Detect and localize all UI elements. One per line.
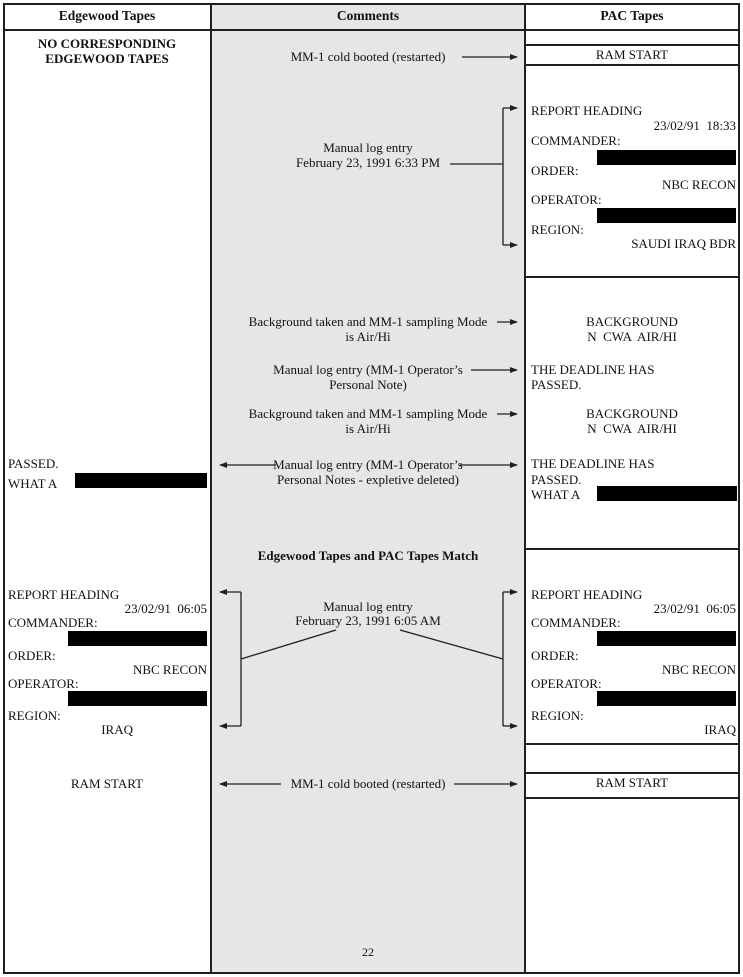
redaction-bar	[597, 150, 736, 165]
redaction-bar	[75, 473, 207, 488]
redaction-bar	[68, 691, 207, 706]
column-divider-right	[523, 4, 526, 973]
pac-report1-heading: REPORT HEADING	[531, 103, 643, 118]
pac-report1-order-label: ORDER:	[531, 163, 579, 178]
pac-report1-region-label: REGION:	[531, 222, 584, 237]
pac-deadline2-line1: THE DEADLINE HAS	[531, 456, 655, 471]
pac-background1-line2: N CWA AIR/HI	[587, 329, 677, 344]
column-header-pac: PAC Tapes	[600, 8, 664, 23]
column-header-edgewood: Edgewood Tapes	[58, 8, 156, 23]
pac-report1-datetime: 23/02/91 18:33	[653, 118, 736, 133]
comment-expletive-line1: Manual log entry (MM-1 Operator’s	[273, 457, 463, 472]
redaction-bar	[597, 631, 736, 646]
pac-deadline2-line3: WHAT A	[531, 487, 581, 502]
edgewood-commander-label: COMMANDER:	[8, 615, 98, 630]
redaction-bar	[597, 691, 736, 706]
pac-ram-start-bottom: RAM START	[595, 775, 669, 790]
pac-report2-datetime: 23/02/91 06:05	[653, 601, 736, 616]
comment-background1-line2: is Air/Hi	[345, 329, 391, 344]
diagonal-log605-right	[399, 629, 504, 660]
comment-log605-line2: February 23, 1991 6:05 AM	[295, 613, 441, 628]
redaction-bar	[597, 486, 737, 501]
pac-deadline2-line2: PASSED.	[531, 472, 582, 487]
pac-ram-start-top: RAM START	[595, 47, 669, 62]
pac-row-line	[525, 276, 739, 278]
page-number: 22	[362, 945, 374, 959]
comment-personal-note-line2: Personal Note)	[329, 377, 407, 392]
header-bottom-line	[4, 29, 739, 31]
pac-row-line	[525, 743, 739, 745]
no-corresponding-line1: NO CORRESPONDING	[37, 36, 177, 51]
pac-background1-line1: BACKGROUND	[586, 314, 678, 329]
comment-background1-line1: Background taken and MM-1 sampling Mode	[248, 314, 488, 329]
edgewood-report-datetime: 23/02/91 06:05	[124, 601, 207, 616]
pac-report2-region-value: IRAQ	[704, 722, 736, 737]
pac-row-line	[525, 64, 739, 66]
pac-report2-order-value: NBC RECON	[661, 662, 736, 677]
no-corresponding-line2: EDGEWOOD TAPES	[45, 51, 169, 66]
diagonal-log605-left	[240, 629, 337, 660]
comment-personal-note-line1: Manual log entry (MM-1 Operator’s	[273, 362, 463, 377]
pac-row-line	[525, 797, 739, 799]
pac-background2-line1: BACKGROUND	[586, 406, 678, 421]
comment-expletive-line2: Personal Notes - expletive deleted)	[277, 472, 459, 487]
match-note: Edgewood Tapes and PAC Tapes Match	[257, 548, 479, 563]
outer-border	[3, 3, 740, 974]
comments-column-background	[211, 4, 524, 973]
comment-log605-line1: Manual log entry	[323, 599, 413, 614]
column-divider-left	[210, 4, 212, 973]
comment-log633-line2: February 23, 1991 6:33 PM	[295, 155, 441, 170]
comment-cold-boot-top: MM-1 cold booted (restarted)	[290, 49, 446, 64]
pac-row-line	[525, 44, 739, 46]
pac-row-line	[525, 548, 739, 550]
comment-background2-line1: Background taken and MM-1 sampling Mode	[248, 406, 488, 421]
pac-report1-region-value: SAUDI IRAQ BDR	[631, 236, 736, 251]
comment-background2-line2: is Air/Hi	[345, 421, 391, 436]
pac-report2-commander-label: COMMANDER:	[531, 615, 621, 630]
comment-log633-line1: Manual log entry	[323, 140, 413, 155]
edgewood-passed-line: PASSED.	[8, 456, 59, 471]
redaction-bar	[68, 631, 207, 646]
pac-background2-line2: N CWA AIR/HI	[587, 421, 677, 436]
edgewood-order-value: NBC RECON	[132, 662, 207, 677]
pac-report2-region-label: REGION:	[531, 708, 584, 723]
pac-report1-commander-label: COMMANDER:	[531, 133, 621, 148]
pac-report1-order-value: NBC RECON	[661, 177, 736, 192]
edgewood-operator-label: OPERATOR:	[8, 676, 79, 691]
pac-row-line	[525, 772, 739, 774]
edgewood-region-label: REGION:	[8, 708, 61, 723]
edgewood-region-value: IRAQ	[101, 722, 133, 737]
column-header-comments: Comments	[336, 8, 400, 23]
edgewood-what-a-line: WHAT A	[8, 476, 58, 491]
comment-cold-boot-bottom: MM-1 cold booted (restarted)	[290, 776, 446, 791]
edgewood-order-label: ORDER:	[8, 648, 56, 663]
pac-report2-order-label: ORDER:	[531, 648, 579, 663]
pac-deadline1-line2: PASSED.	[531, 377, 582, 392]
edgewood-ram-start: RAM START	[70, 776, 144, 791]
pac-deadline1-line1: THE DEADLINE HAS	[531, 362, 655, 377]
edgewood-report-heading: REPORT HEADING	[8, 587, 120, 602]
pac-report2-heading: REPORT HEADING	[531, 587, 643, 602]
pac-report2-operator-label: OPERATOR:	[531, 676, 602, 691]
pac-report1-operator-label: OPERATOR:	[531, 192, 602, 207]
redaction-bar	[597, 208, 736, 223]
